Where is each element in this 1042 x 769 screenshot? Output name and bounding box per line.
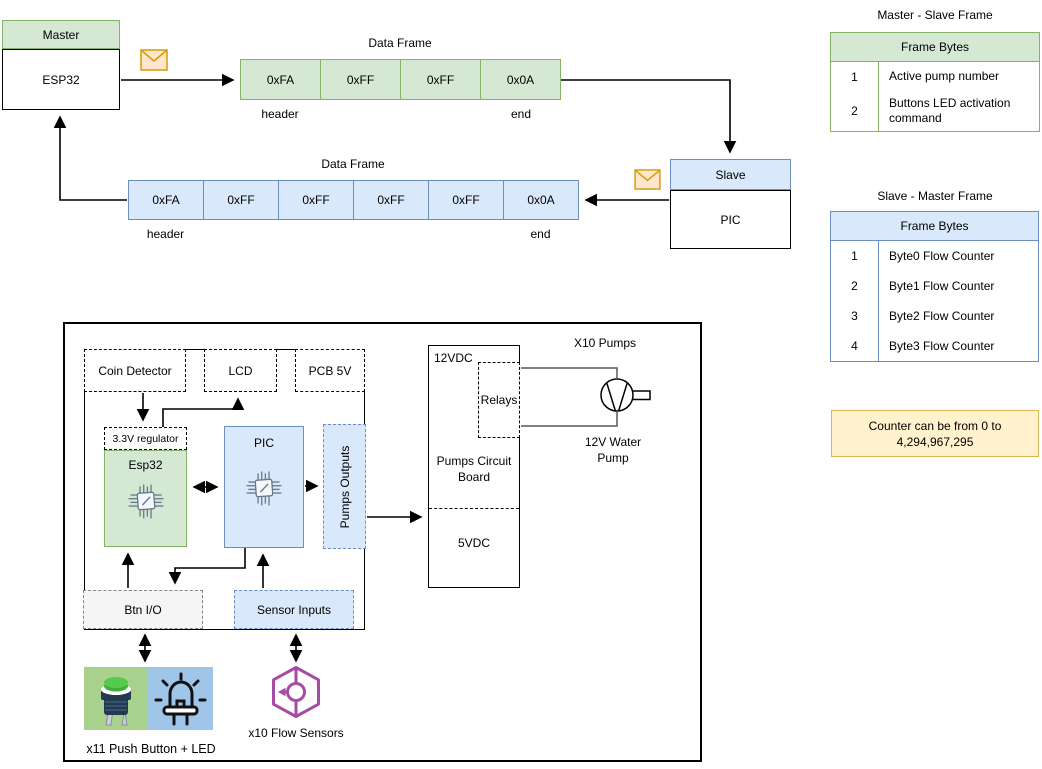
frame-byte: 0xFA [240,59,321,100]
pcb-5v-block: PCB 5V [295,349,365,392]
btn-io-label: Btn I/O [124,602,162,617]
lcd-block: LCD [204,349,277,392]
byte-description: Byte1 Flow Counter [889,278,995,293]
table-row: 3 Byte2 Flow Counter [831,301,1038,331]
frame-byte: 0xFF [278,180,354,220]
table-row: 1 Active pump number [831,62,1039,91]
relays-label: Relays [480,393,518,407]
master-chip-label: ESP32 [42,72,80,87]
water-pump-caption: 12V Water Pump [584,435,642,465]
push-button-image [84,667,148,730]
system-outer-box [63,322,702,762]
frame-byte: 0xFF [353,180,429,220]
esp32-label: Esp32 [128,458,163,472]
connector-frame-to-master [53,115,127,201]
counter-range-note: Counter can be from 0 to 4,294,967,295 [831,410,1039,457]
slave-frame-title: Data Frame [321,157,385,171]
frame-byte: 0x0A [480,59,561,100]
byte-description: Byte2 Flow Counter [889,308,995,323]
board-name-label: Pumps Circuit Board [436,454,512,484]
flow-sensors-caption: x10 Flow Sensors [248,726,344,740]
envelope-icon [140,49,168,71]
byte-number: 1 [831,62,879,91]
led-icon [154,672,207,726]
frame-byte: 0x0A [503,180,579,220]
sensor-inputs-label: Sensor Inputs [256,602,332,617]
coin-detector-label: Coin Detector [98,363,172,378]
frame-byte: 0xFA [128,180,204,220]
esp32-block: Esp32 [104,450,187,547]
table-header: Frame Bytes [831,212,1038,241]
btn-io-block: Btn I/O [83,590,203,629]
master-data-frame: 0xFA 0xFF 0xFF 0x0A [240,59,561,100]
master-title: Master [42,27,80,42]
pcb-5v-label: PCB 5V [308,363,352,378]
frame-byte: 0xFF [203,180,279,220]
table-row: 4 Byte3 Flow Counter [831,331,1038,361]
byte-number: 1 [831,241,879,271]
byte-number: 2 [831,91,879,131]
connector-frame-to-slave [561,79,737,154]
pumps-outputs-block: Pumps Outputs [323,424,366,549]
master-slave-frame-table: Frame Bytes 1 Active pump number 2 Butto… [830,32,1040,132]
master-frame-end-label: end [510,107,532,121]
byte-number: 3 [831,301,879,331]
sensor-inputs-block: Sensor Inputs [234,590,354,629]
master-slave-frame-title: Master - Slave Frame [877,8,993,22]
byte-description: Buttons LED activation command [889,96,1011,125]
push-button-icon [101,677,131,726]
microchip-icon [128,484,163,519]
pumps-outputs-label: Pumps Outputs [337,445,352,528]
board-12vdc-label: 12VDC [434,351,473,365]
slave-data-frame: 0xFA 0xFF 0xFF 0xFF 0xFF 0x0A [128,180,579,220]
pumps-group-title: X10 Pumps [573,336,637,350]
frame-byte: 0xFF [320,59,401,100]
push-button-caption: x11 Push Button + LED [86,742,216,756]
regulator-block: 3.3V regulator [104,427,187,450]
relays-block: Relays [478,362,520,438]
byte-number: 2 [831,271,879,301]
led-image [148,667,213,730]
master-box-header: Master [2,20,120,49]
microchip-icon [246,471,282,506]
slave-master-frame-table: Frame Bytes 1 Byte0 Flow Counter 2 Byte1… [830,211,1039,362]
master-frame-title: Data Frame [368,36,432,50]
byte-description: Byte0 Flow Counter [889,248,995,263]
slave-box-header: Slave [670,159,791,190]
slave-frame-header-label: header [146,227,185,241]
byte-description: Active pump number [889,69,1000,83]
table-row: 2 Buttons LED activation command [831,91,1039,131]
flow-sensor-icon [272,666,320,718]
slave-chip-label: PIC [720,212,741,227]
frame-byte: 0xFF [428,180,504,220]
slave-title: Slave [715,167,746,182]
slave-frame-end-label: end [530,227,551,241]
byte-number: 4 [831,331,879,361]
master-frame-header-label: header [261,107,299,121]
slave-master-frame-title: Slave - Master Frame [877,189,993,203]
coin-detector-block: Coin Detector [84,349,186,392]
board-5vdc-label: 5VDC [457,536,490,550]
pic-label: PIC [253,436,274,450]
pic-block: PIC [224,426,304,548]
table-header: Frame Bytes [831,33,1039,62]
byte-description: Byte3 Flow Counter [889,338,995,353]
regulator-label: 3.3V regulator [112,432,179,445]
envelope-icon [634,169,661,190]
table-row: 1 Byte0 Flow Counter [831,241,1038,271]
slave-box-body: PIC [670,190,791,249]
board-divider [429,508,519,509]
master-box-body: ESP32 [2,49,120,110]
water-pump-icon [600,378,651,412]
table-row: 2 Byte1 Flow Counter [831,271,1038,301]
frame-byte: 0xFF [400,59,481,100]
lcd-label: LCD [228,363,253,378]
